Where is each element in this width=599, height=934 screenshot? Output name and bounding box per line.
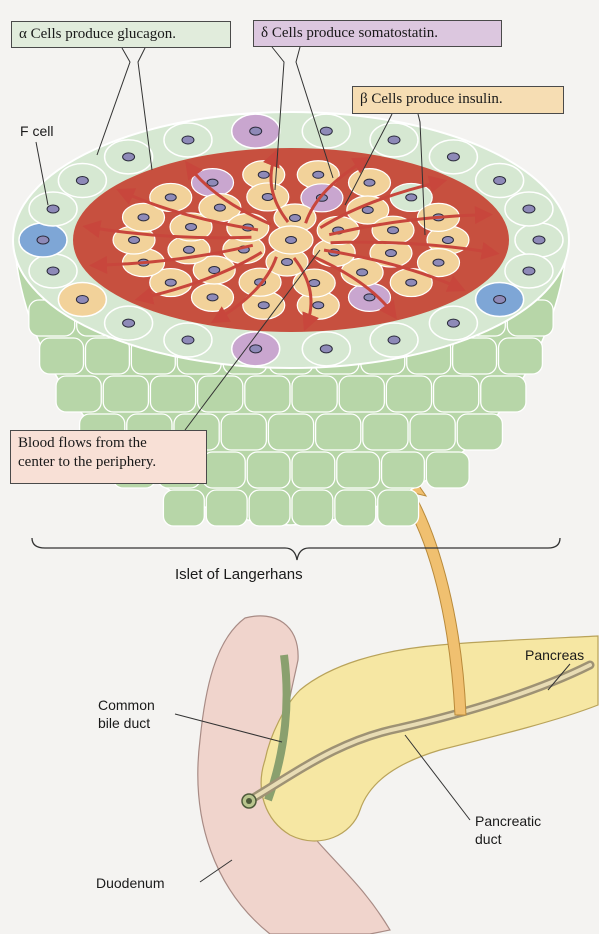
- pancreatic-duct-label: Pancreatic duct: [475, 812, 541, 848]
- islet-body-cell: [363, 414, 408, 450]
- islet-body-cell: [292, 490, 333, 526]
- pancreas-shape: [261, 636, 598, 841]
- islet-body-cell: [163, 490, 204, 526]
- f-cell-label: F cell: [20, 122, 53, 140]
- islet-body-cell: [481, 376, 526, 412]
- islet-body-cell: [206, 490, 247, 526]
- surface-cell: [505, 192, 553, 226]
- islet-body-cell: [499, 338, 543, 374]
- surface-cell: [370, 123, 418, 157]
- islet-body-cell: [339, 376, 384, 412]
- islet-body-cell: [457, 414, 502, 450]
- islet-body-cell: [221, 414, 266, 450]
- blood-flow-callout: Blood flows from the center to the perip…: [10, 430, 207, 484]
- islet-body-cell: [103, 376, 148, 412]
- islet-label: Islet of Langerhans: [175, 566, 303, 584]
- islet-body-cell: [382, 452, 425, 488]
- alpha-cell-callout: α Cells produce glucagon.: [11, 21, 231, 48]
- common-bile-duct-label-line1: Common: [98, 696, 155, 714]
- inner-cell: [150, 183, 192, 211]
- islet-body-cell: [40, 338, 84, 374]
- pancreatic-duct-label-line1: Pancreatic: [475, 812, 541, 830]
- surface-cell: [58, 282, 106, 316]
- islet-body-cell: [150, 376, 195, 412]
- islet-body-cell: [386, 376, 431, 412]
- delta-cell-callout: δ Cells produce somatostatin.: [253, 20, 502, 47]
- surface-cell: [164, 123, 212, 157]
- surface-cell: [429, 306, 477, 340]
- islet-body-cell: [453, 338, 497, 374]
- surface-cell: [58, 164, 106, 198]
- pancreatic-duct-label-line2: duct: [475, 830, 541, 848]
- common-bile-duct-label: Common bile duct: [98, 696, 155, 732]
- islet-body-cell: [426, 452, 469, 488]
- surface-cell: [476, 164, 524, 198]
- surface-cell: [370, 323, 418, 357]
- surface-cell: [105, 306, 153, 340]
- surface-cell: [429, 140, 477, 174]
- duodenum-label: Duodenum: [96, 874, 165, 892]
- blood-flow-callout-line1: Blood flows from the: [18, 434, 199, 453]
- islet-brace: [32, 538, 560, 560]
- surface-cell: [19, 223, 67, 257]
- center-cell: [269, 226, 313, 254]
- surface-cell: [515, 223, 563, 257]
- islet-body-cell: [247, 452, 290, 488]
- inner-cell: [192, 169, 234, 197]
- blood-flow-callout-line2: center to the periphery.: [18, 453, 199, 472]
- surface-cell: [164, 323, 212, 357]
- islet-body-cell: [337, 452, 380, 488]
- surface-cell: [232, 114, 280, 148]
- beta-cell-callout: β Cells produce insulin.: [352, 86, 564, 114]
- surface-cell: [302, 332, 350, 366]
- islet-body-cell: [335, 490, 376, 526]
- islet-body-cell: [198, 376, 243, 412]
- surface-cell: [105, 140, 153, 174]
- inner-cell: [192, 283, 234, 311]
- surface-cell: [29, 192, 77, 226]
- islet-body-cell: [410, 414, 455, 450]
- islet-body-cell: [434, 376, 479, 412]
- islet-body-cell: [268, 414, 313, 450]
- islet-body-cell: [292, 452, 335, 488]
- surface-cell: [29, 254, 77, 288]
- inner-cell: [348, 169, 390, 197]
- islet-body-cell: [245, 376, 290, 412]
- islet-body-cell: [292, 376, 337, 412]
- inner-cell: [390, 269, 432, 297]
- islet-body-cell: [56, 376, 101, 412]
- common-bile-duct-label-line2: bile duct: [98, 714, 155, 732]
- inner-cell: [348, 283, 390, 311]
- islet-body-cell: [316, 414, 361, 450]
- islet-body-cell: [202, 452, 245, 488]
- surface-cell: [302, 114, 350, 148]
- surface-cell: [476, 282, 524, 316]
- surface-cell: [505, 254, 553, 288]
- islet-body-cell: [85, 338, 129, 374]
- islet-body-cell: [249, 490, 290, 526]
- surface-cell: [232, 332, 280, 366]
- islet-body-cell: [378, 490, 419, 526]
- pancreas-label: Pancreas: [525, 646, 584, 664]
